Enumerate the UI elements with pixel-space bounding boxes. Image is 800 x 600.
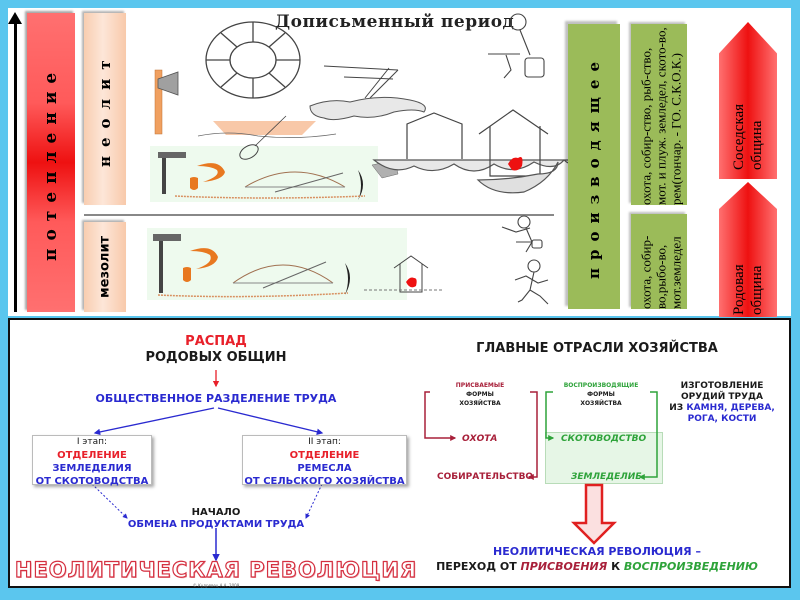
division-of-labor: ОБЩЕСТВЕННОЕ РАЗДЕЛЕНИЕ ТРУДА: [95, 392, 337, 405]
start-label: НАЧАЛО: [191, 507, 241, 518]
tools-making: ИЗГОТОВЛЕНИЕ ОРУДИЙ ТРУДА ИЗ КАМНЯ, ДЕРЕ…: [669, 381, 775, 425]
decay-title: РАСПАД: [185, 334, 247, 349]
producing-line1: ВОСПРОИЗВОДЯЩИЕ: [563, 382, 639, 389]
era-divider: [84, 214, 554, 216]
conclusion-from: ПРИСВОЕНИЯ: [520, 560, 608, 573]
appropriating-line1: ПРИСВАЕМЫЕ: [455, 382, 505, 389]
mesolith-activities-box: охота, собир-во,рыбо-во, мот.земледел: [631, 214, 687, 309]
hoe-icon-mesolith: [153, 234, 181, 293]
appropriating-line3: ХОЗЯЙСТВА: [459, 400, 501, 407]
stage2-title: II этап:: [308, 437, 341, 447]
timeline-arrow: [14, 22, 17, 312]
hunting-item: ОХОТА: [462, 434, 498, 444]
runner-icon: [514, 259, 549, 305]
sickle-stone-icon: [174, 170, 366, 200]
producing-economy-box: производящее: [568, 24, 620, 309]
cattle-breeding-item: СКОТОВОДСТВО: [561, 434, 647, 444]
period-title: Дописьменный период: [275, 12, 515, 32]
conclusion-mid: К: [611, 560, 621, 573]
gathering-item: СОБИРАТЕЛЬСТВО: [437, 472, 534, 482]
hoe-icon: [158, 152, 186, 194]
stage2-line3: ОТ СЕЛЬСКОГО ХОЗЯЙСТВА: [244, 476, 405, 487]
stage2-box: II этап: ОТДЕЛЕНИЕ РЕМЕСЛА ОТ СЕЛЬСКОГО …: [242, 435, 407, 487]
neighbor-community-label: Соседская община: [731, 103, 765, 170]
wheel-icon: [205, 21, 301, 99]
stage2-line2: РЕМЕСЛА: [297, 463, 352, 474]
stage2-line1: ОТДЕЛЕНИЕ: [289, 450, 360, 461]
stage1-line1: ОТДЕЛЕНИЕ: [57, 450, 127, 461]
potter-icon-mesolith: [501, 215, 543, 253]
arrow-up-icon: [8, 12, 22, 24]
tools-line1: ИЗГОТОВЛЕНИЕ: [680, 381, 764, 391]
conclusion-line: ПЕРЕХОД ОТ ПРИСВОЕНИЯ К ВОСПРОИЗВЕДЕНИЮ: [436, 560, 758, 573]
house-icon: [372, 112, 595, 172]
appropriating-line2: ФОРМЫ: [466, 391, 494, 398]
sickle-icon-mesolith: [183, 248, 218, 282]
conclusion-title: НЕОЛИТИЧЕСКАЯ РЕВОЛЮЦИЯ –: [493, 545, 701, 558]
main-branches-title: ГЛАВНЫЕ ОТРАСЛИ ХОЗЯЙСТВА: [476, 341, 718, 356]
hut-hearth-icon: [364, 255, 444, 293]
tools-prefix: ИЗ: [669, 403, 684, 413]
sickle-icon: [190, 163, 225, 190]
neighbor-community-arrow: [719, 22, 777, 179]
pictograms: [153, 13, 595, 305]
clan-communities-title: РОДОВЫХ ОБЩИН: [145, 350, 287, 365]
potter-icon: [488, 13, 545, 79]
tools-materials1: КАМНЯ, ДЕРЕВА,: [686, 403, 775, 413]
boat-icon: [197, 115, 337, 160]
copyright: © Кудрявец А.А. 2009: [192, 583, 240, 588]
bow-icon: [244, 171, 346, 193]
appropriating-forms: ПРИСВАЕМЫЕ ФОРМЫ ХОЗЯЙСТВА: [456, 381, 504, 408]
clan-community-label: Родовая община: [731, 264, 765, 315]
tools-materials2: РОГА, КОСТИ: [687, 414, 757, 424]
producing-forms: ВОСПРОИЗВОДЯЩИЕ ФОРМЫ ХОЗЯЙСТВА: [564, 381, 639, 408]
stage1-title: I этап:: [76, 437, 108, 447]
dugout-hearth-icon: [476, 109, 559, 194]
exchange-label: ОБМЕНА ПРОДУКТАМИ ТРУДА: [127, 519, 305, 530]
plow-icon: [309, 65, 426, 121]
stage1-line2: ЗЕМЛЕДЕЛИЯ: [52, 463, 132, 474]
neolith-activities-box: охота, собир-ство, рыб-ство, мот. и плуж…: [631, 24, 687, 205]
clan-community-arrow: [719, 182, 777, 317]
pictogram-band-mesolith: [147, 228, 407, 300]
tools-line2: ОРУДИЙ ТРУДА: [680, 392, 764, 402]
agriculture-item: ЗЕМЛЕДЕЛИЕ: [571, 472, 642, 482]
producing-line2: ФОРМЫ: [587, 391, 615, 398]
neolith-activities-text: охота, собир-ство, рыб-ство, мот. и плуж…: [638, 27, 684, 205]
bow-icon-mesolith: [157, 261, 349, 298]
stage1-line3: ОТ СКОТОВОДСТВА: [35, 476, 149, 487]
conclusion-prefix: ПЕРЕХОД ОТ: [436, 560, 517, 573]
producing-line3: ХОЗЯЙСТВА: [580, 400, 622, 407]
blade-icon: [345, 263, 350, 295]
axe-icon: [154, 69, 179, 135]
conclusion-to: ВОСПРОИЗВЕДЕНИЮ: [623, 560, 758, 573]
mesolith-activities-text: охота, собир-во,рыбо-во, мот.земледел: [638, 235, 684, 309]
producing-label: производящее: [585, 54, 603, 279]
neolithic-revolution-title: НЕОЛИТИЧЕСКАЯ РЕВОЛЮЦИЯ: [14, 557, 418, 582]
stage1-box: I этап: ОТДЕЛЕНИЕ ЗЕМЛЕДЕЛИЯ ОТ СКОТОВОД…: [32, 435, 152, 487]
